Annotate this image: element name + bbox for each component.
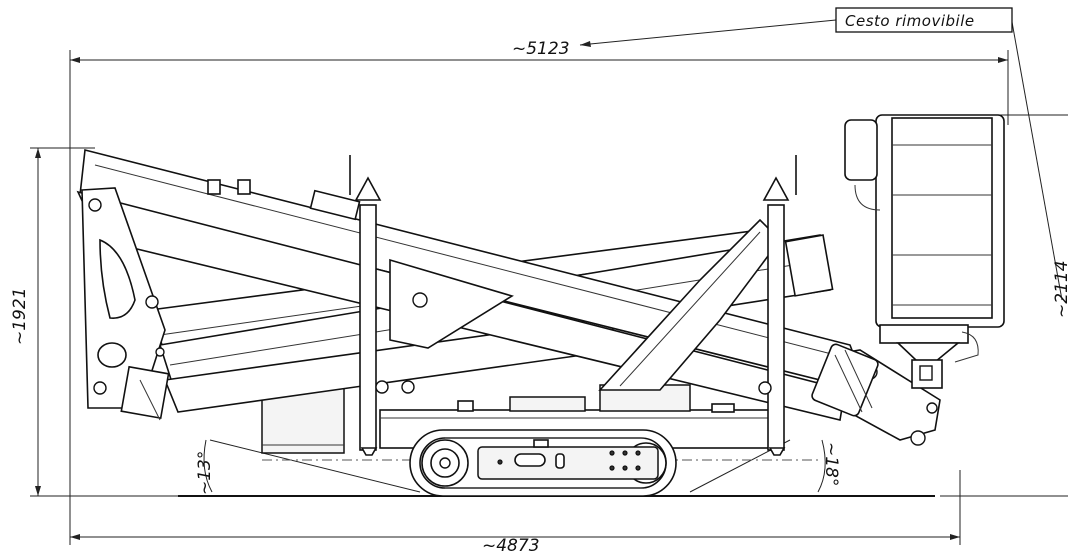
- dimension-labels: ~5123 ~4873 ~1921 ~2114 ~13° ~18°: [10, 39, 1068, 554]
- removable-basket: [844, 114, 1005, 389]
- overall-length-label: ~5123: [512, 39, 570, 59]
- stowed-height-label: ~1921: [10, 287, 30, 345]
- callout-label: Cesto rimovibile: [845, 12, 975, 30]
- track-length-label: ~4873: [482, 536, 540, 554]
- front-angle-label: ~13°: [195, 451, 215, 495]
- height-with-basket-label: ~2114: [1052, 260, 1068, 318]
- removable-basket-callout: Cesto rimovibile: [835, 7, 1013, 33]
- outriggers: [349, 155, 797, 456]
- dimension-lines: [30, 19, 1068, 545]
- jib-arm: [598, 218, 941, 446]
- track-undercarriage: [409, 429, 677, 497]
- rear-angle-label: ~18°: [821, 442, 841, 486]
- boom-pivot-tower: [81, 187, 170, 421]
